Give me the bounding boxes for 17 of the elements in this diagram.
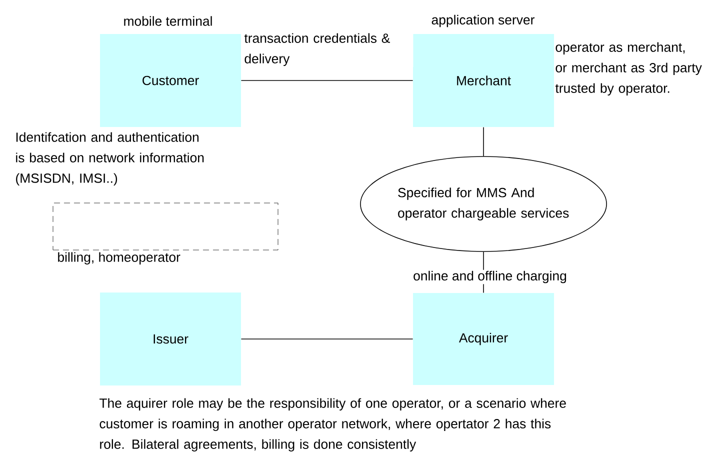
connector-line [483, 126, 484, 156]
note-cloud: Specified for MMS And operator chargeable services [360, 156, 607, 252]
role-box: Merchant [413, 34, 554, 127]
edge-label: online and offline charging [412, 270, 568, 284]
role-box: Customer [100, 34, 241, 127]
node-caption: operator as merchant, or merchant as 3rd party trusted by operator. [555, 42, 702, 96]
node-caption: mobile terminal [124, 16, 212, 26]
note-text: Identifcation and authentication is based on network information (MSISDN, IMSI..) [16, 132, 204, 186]
edge-label: transaction credentials & delivery [243, 32, 414, 67]
role-box: Acquirer [413, 293, 554, 385]
node-caption: billing, homeoperator [58, 252, 180, 264]
node-caption: application server [432, 14, 534, 28]
connector-line [240, 80, 414, 81]
role-box: Issuer [100, 292, 241, 386]
connector-line [240, 338, 414, 340]
dashed-box [52, 202, 278, 250]
note-text: The aquirer role may be the responsibility of one operator, or a scenario where customer is roaming in another operator network, where opertator 2 has this role. Bilateral agreements, billing is done consistently [100, 398, 566, 452]
